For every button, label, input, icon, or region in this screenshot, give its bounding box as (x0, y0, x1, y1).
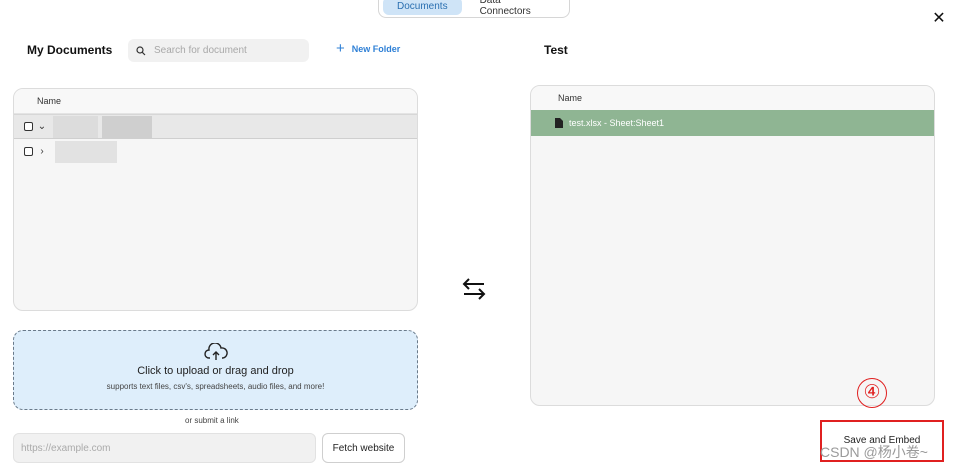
save-and-embed-button[interactable]: Save and Embed (820, 420, 944, 462)
search-input[interactable] (154, 45, 294, 56)
fetch-website-button[interactable]: Fetch website (322, 433, 405, 463)
chevron-right-icon[interactable]: › (40, 146, 44, 157)
row-checkbox[interactable] (24, 147, 33, 156)
upload-subtitle: supports text files, csv's, spreadsheets… (106, 382, 325, 391)
redacted-folder-name (55, 140, 117, 163)
workspace-documents-panel: Name test.xlsx - Sheet:Sheet1 (530, 85, 935, 406)
tab-data-connectors[interactable]: Data Connectors (479, 0, 531, 17)
column-header-name: Name (14, 89, 417, 114)
workspace-file-row[interactable]: test.xlsx - Sheet:Sheet1 (531, 110, 934, 136)
workspace-title: Test (544, 43, 568, 57)
new-folder-button[interactable]: + New Folder (336, 40, 401, 57)
cloud-upload-icon (203, 343, 228, 360)
new-folder-label: New Folder (351, 44, 401, 54)
my-documents-panel: Name ⌄ › (13, 88, 418, 311)
csdn-watermark: CSDN @杨小卷~ (820, 444, 928, 460)
search-icon (136, 45, 146, 55)
or-submit-link-label: or submit a link (185, 416, 239, 425)
document-search (128, 39, 309, 62)
tab-documents[interactable]: Documents (383, 0, 462, 15)
column-header-name: Name (531, 86, 934, 111)
swap-arrows-icon[interactable] (461, 277, 487, 301)
my-documents-title: My Documents (27, 43, 113, 57)
plus-icon: + (336, 40, 345, 57)
file-name: test.xlsx - Sheet:Sheet1 (569, 118, 665, 128)
folder-row[interactable]: › (14, 139, 417, 164)
file-icon (555, 118, 563, 128)
redacted-folder-name (102, 115, 152, 138)
folder-row[interactable]: ⌄ (14, 114, 417, 139)
url-input[interactable] (13, 433, 316, 463)
row-checkbox[interactable] (24, 122, 33, 131)
upload-dropzone[interactable]: Click to upload or drag and drop support… (13, 330, 418, 410)
close-icon[interactable]: ✕ (932, 10, 946, 27)
upload-title: Click to upload or drag and drop (137, 365, 294, 377)
redacted-folder-name (53, 115, 98, 138)
step-marker: ④ (857, 378, 887, 408)
chevron-down-icon[interactable]: ⌄ (37, 121, 47, 132)
tab-bar: Documents Data Connectors (378, 0, 570, 18)
